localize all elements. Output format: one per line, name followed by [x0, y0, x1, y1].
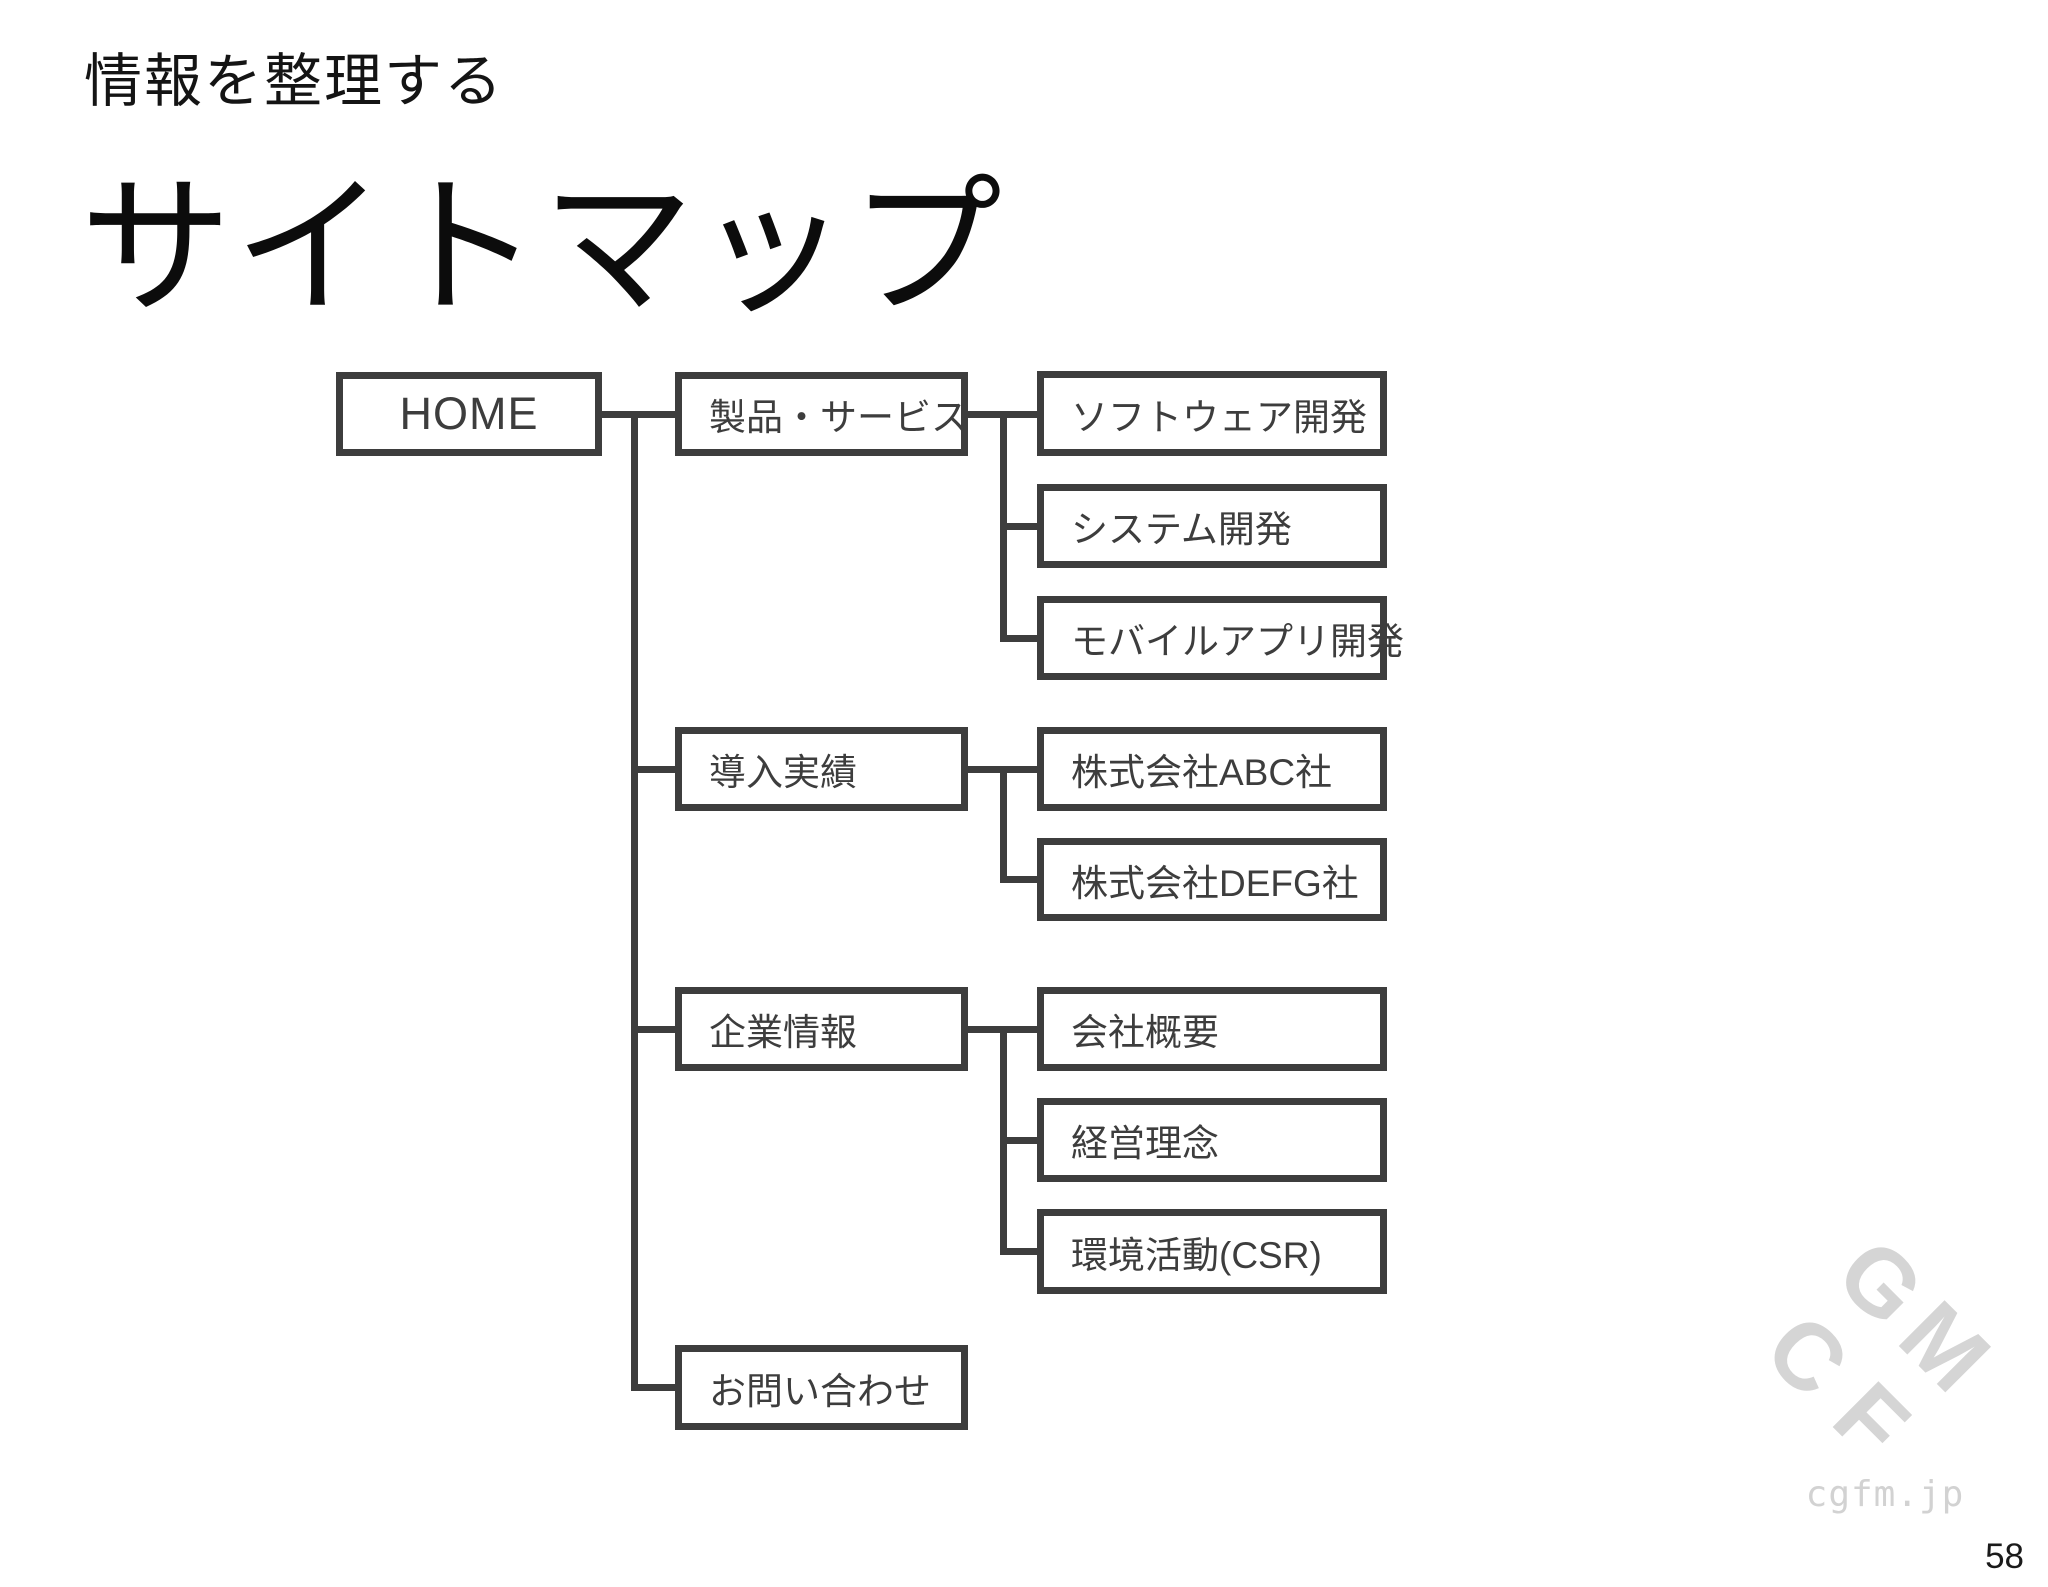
- connector-stub-csr: [1007, 1248, 1037, 1255]
- sitemap-node-software-dev: ソフトウェア開発: [1037, 371, 1387, 456]
- sitemap-node-corporate: 企業情報: [675, 987, 968, 1071]
- connector-stub-results: [631, 766, 675, 773]
- connector-trunk-products: [1000, 411, 1007, 642]
- sitemap-node-mobile-dev: モバイルアプリ開発: [1037, 596, 1404, 680]
- connector-stub-mobile: [1007, 635, 1037, 642]
- sitemap-node-contact: お問い合わせ: [675, 1345, 968, 1430]
- connector-stub-corporate: [631, 1026, 675, 1033]
- sitemap-node-philosophy: 経営理念: [1037, 1098, 1387, 1182]
- connector-stub-system: [1007, 523, 1037, 530]
- page-title: サイトマップ: [80, 163, 1004, 333]
- slide-eyebrow: 情報を整理する: [84, 49, 505, 114]
- cgfm-logo-diamond: G M C F: [1746, 1219, 2010, 1477]
- connector-stub-contact: [631, 1384, 675, 1391]
- page-number: 58: [1985, 1537, 2024, 1576]
- connector-trunk-results: [1000, 766, 1007, 883]
- sitemap-node-csr: 環境活動(CSR): [1037, 1209, 1387, 1294]
- connector-trunk-home: [631, 411, 638, 1391]
- sitemap-node-results: 導入実績: [675, 727, 968, 811]
- cgfm-site-text: cgfm.jp: [1805, 1474, 1965, 1515]
- sitemap-node-defg: 株式会社DEFG社: [1037, 838, 1387, 921]
- sitemap-node-abc: 株式会社ABC社: [1037, 727, 1387, 811]
- connector-home-to-products: [602, 411, 675, 418]
- sitemap-node-system-dev: システム開発: [1037, 484, 1387, 568]
- connector-trunk-corporate: [1000, 1026, 1007, 1255]
- sitemap-node-products: 製品・サービス: [675, 372, 968, 456]
- sitemap-node-company-overview: 会社概要: [1037, 987, 1387, 1071]
- connector-stub-philosophy: [1007, 1137, 1037, 1144]
- connector-stub-defg: [1007, 876, 1037, 883]
- sitemap-node-home: HOME: [336, 372, 602, 456]
- cgfm-logo: G M C F: [1746, 1219, 2010, 1477]
